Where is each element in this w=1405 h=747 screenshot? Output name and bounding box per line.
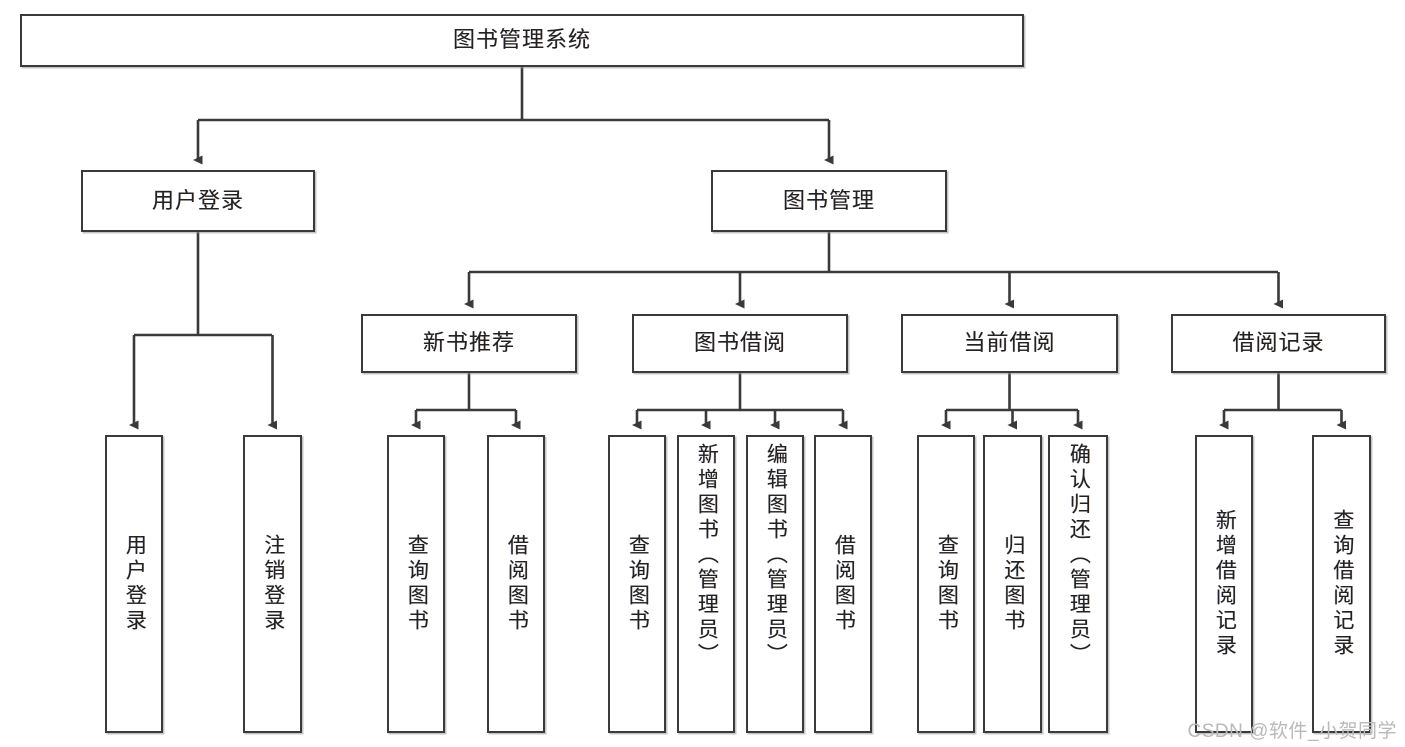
branch-node-label: 图书管理 xyxy=(782,187,875,213)
leaf-node-leaf-borrow-book-1[interactable]: 借阅图书 xyxy=(487,435,545,733)
branch-node-label: 图书借阅 xyxy=(693,330,786,356)
leaf-node-label: 用户登录 xyxy=(123,534,147,634)
leaf-node-label: 归还图书 xyxy=(1001,534,1025,634)
leaf-node-leaf-add-book[interactable]: 新增图书（管理员） xyxy=(677,435,735,733)
leaf-node-leaf-user-login[interactable]: 用户登录 xyxy=(105,435,163,733)
leaf-node-label: 查询图书 xyxy=(626,534,650,634)
branch-node-label: 当前借阅 xyxy=(963,330,1056,356)
branch-node-label: 借阅记录 xyxy=(1232,330,1325,356)
leaf-node-leaf-query-book-1[interactable]: 查询图书 xyxy=(387,435,445,733)
leaf-node-label: 查询图书 xyxy=(405,534,429,634)
branch-node-new-book-rec[interactable]: 新书推荐 xyxy=(361,314,577,373)
leaf-node-leaf-edit-book[interactable]: 编辑图书（管理员） xyxy=(746,435,804,733)
leaf-node-leaf-user-logout[interactable]: 注销登录 xyxy=(243,435,302,733)
leaf-node-label: 新增图书（管理员） xyxy=(695,443,719,668)
root-node-root[interactable]: 图书管理系统 xyxy=(20,14,1024,67)
leaf-node-label: 借阅图书 xyxy=(832,534,856,634)
branch-node-book-manage[interactable]: 图书管理 xyxy=(711,170,947,232)
leaf-node-leaf-query-book-3[interactable]: 查询图书 xyxy=(917,435,975,733)
branch-node-user-login[interactable]: 用户登录 xyxy=(81,170,315,232)
csdn-watermark: CSDN @软件_小贺同学 xyxy=(1187,721,1397,742)
leaf-node-label: 借阅图书 xyxy=(505,534,529,634)
leaf-node-leaf-query-book-2[interactable]: 查询图书 xyxy=(608,435,666,733)
leaf-node-label: 注销登录 xyxy=(261,534,285,634)
leaf-node-label: 查询借阅记录 xyxy=(1330,509,1354,659)
branch-node-label: 新书推荐 xyxy=(422,330,515,356)
leaf-node-label: 确认归还（管理员） xyxy=(1067,443,1091,668)
leaf-node-leaf-confirm-return[interactable]: 确认归还（管理员） xyxy=(1048,435,1108,733)
leaf-node-leaf-add-record[interactable]: 新增借阅记录 xyxy=(1195,435,1253,733)
leaf-node-leaf-borrow-book-2[interactable]: 借阅图书 xyxy=(814,435,872,733)
leaf-node-label: 编辑图书（管理员） xyxy=(764,443,788,668)
branch-node-label: 用户登录 xyxy=(151,187,244,213)
branch-node-current-borrow[interactable]: 当前借阅 xyxy=(901,314,1118,373)
leaf-node-label: 查询图书 xyxy=(935,534,959,634)
leaf-node-leaf-return-book[interactable]: 归还图书 xyxy=(983,435,1042,733)
branch-node-book-borrow[interactable]: 图书借阅 xyxy=(632,314,848,373)
leaf-node-label: 新增借阅记录 xyxy=(1213,509,1237,659)
leaf-node-leaf-query-record[interactable]: 查询借阅记录 xyxy=(1312,435,1371,733)
branch-node-borrow-record[interactable]: 借阅记录 xyxy=(1171,314,1386,373)
root-node-label: 图书管理系统 xyxy=(452,27,591,53)
